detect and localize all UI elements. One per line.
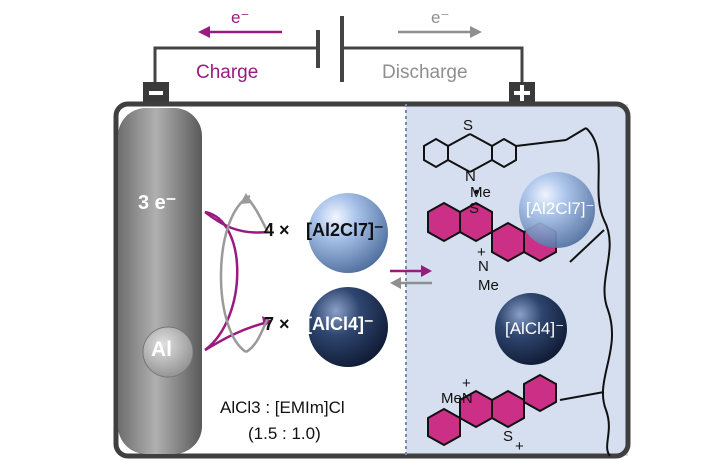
cathode-alcl4-label: [AlCl4]⁻	[505, 319, 565, 338]
radical-dot: •	[474, 184, 480, 201]
anode-reaction-arrows	[204, 193, 272, 354]
aluminum-label: Al	[151, 338, 172, 361]
ion-exchange-arrows	[390, 265, 432, 289]
discharge-electron-label: e⁻	[431, 8, 450, 27]
charge-label: Charge	[196, 62, 259, 83]
top-nitrogen-atom: N	[465, 168, 476, 185]
al2cl7-coefficient: 4 ×	[264, 220, 290, 240]
middle-nitrogen-atom: N	[478, 258, 489, 275]
cathode-al2cl7-label: [Al2Cl7]⁻	[526, 199, 595, 218]
middle-plus-charge: +	[477, 244, 486, 261]
bottom-sulfur-plus: +	[515, 438, 524, 455]
electrolyte-ratio-line1: AlCl3 : [EMIm]Cl	[220, 398, 345, 417]
alcl4-sphere	[308, 287, 388, 367]
external-circuit	[153, 16, 524, 92]
negative-terminal	[143, 82, 169, 104]
positive-terminal	[509, 82, 535, 104]
cathode-al2cl7-sphere	[519, 172, 595, 248]
discharge-label: Discharge	[382, 62, 468, 83]
side-chain-bottom	[559, 391, 605, 401]
side-chain-middle	[569, 229, 605, 263]
charge-electron-label: e⁻	[231, 8, 250, 27]
middle-methyl-group: Me	[478, 277, 499, 294]
bottom-methyl-nitrogen: MeN	[441, 390, 473, 407]
alcl4-formula: [AlCl4]⁻	[306, 314, 374, 334]
neutral-phenothiazine	[423, 133, 567, 173]
electron-count: 3 e⁻	[138, 192, 177, 214]
alcl4-coefficient: 7 ×	[264, 314, 290, 334]
aluminum-anode	[118, 108, 202, 454]
discharge-electron-arrow	[398, 26, 482, 38]
al2cl7-formula: [Al2Cl7]⁻	[306, 220, 384, 240]
bottom-sulfur-atom: S	[503, 428, 514, 445]
battery-casing	[113, 101, 631, 459]
electrolyte-ratio-line2: (1.5 : 1.0)	[248, 424, 321, 443]
al2cl7-sphere	[308, 193, 388, 273]
side-chain-top	[565, 127, 587, 141]
top-methyl-group: Me	[470, 184, 491, 201]
middle-sulfur-atom: S	[469, 200, 480, 217]
charge-electron-arrow	[198, 26, 282, 38]
aluminum-ion-sphere	[142, 326, 194, 378]
polymer-backbone	[585, 127, 613, 457]
dication-phenothiazine	[427, 373, 557, 447]
top-sulfur-atom: S	[463, 117, 474, 134]
cathode-alcl4-sphere	[495, 293, 567, 365]
bottom-plus-charge: +	[462, 375, 471, 392]
